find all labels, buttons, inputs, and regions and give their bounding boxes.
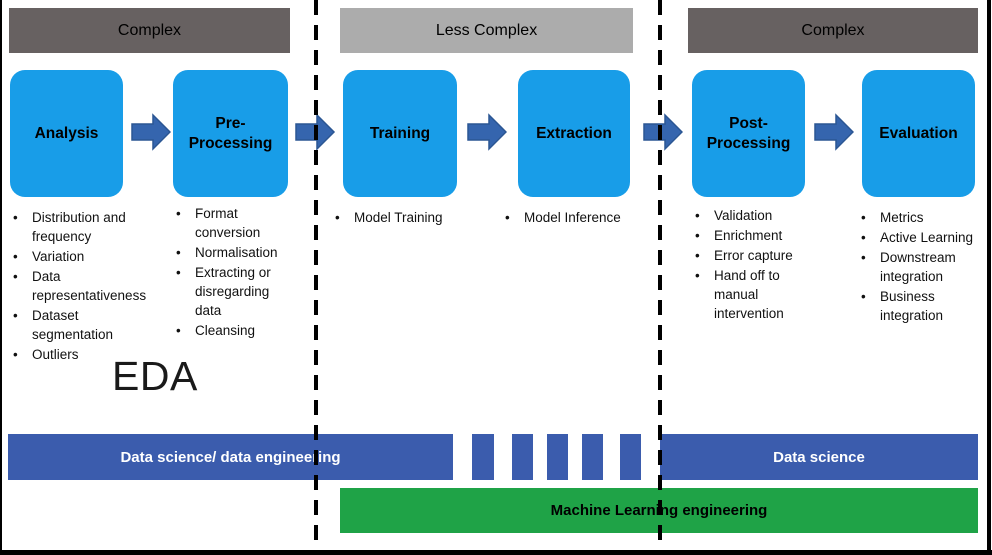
frame-border-right [987, 0, 991, 555]
evaluation-bullet-list: MetricsActive LearningDownstream integra… [858, 208, 982, 326]
flow-arrow-icon [131, 113, 171, 151]
bullet-item: Extracting or disregarding data [173, 263, 291, 320]
stage-title: Training [369, 124, 431, 142]
stage-box-post-processing: Post- Processing [692, 70, 805, 197]
bullet-item: Business integration [858, 287, 982, 325]
bullet-item: Normalisation [173, 243, 291, 262]
stage-box-pre-processing: Pre- Processing [173, 70, 288, 197]
complexity-banner-right: Complex [688, 8, 978, 53]
flow-arrow-icon [467, 113, 507, 151]
bullet-item: Outliers [10, 345, 160, 364]
stage-box-evaluation: Evaluation [862, 70, 975, 197]
bullet-item: Validation [692, 206, 814, 225]
pre-processing-bullet-list: Format conversionNormalisationExtracting… [173, 204, 291, 341]
bullet-item: Variation [10, 247, 160, 266]
stage-box-training: Training [343, 70, 457, 197]
training-bullet-list: Model Training [332, 208, 472, 228]
flow-arrow-icon [814, 113, 854, 151]
section-divider-line-left [314, 0, 318, 548]
stage-title: Evaluation [879, 124, 958, 142]
analysis-bullet-list: Distribution and frequencyVariationData … [10, 208, 160, 365]
role-bar-dash-segment [620, 434, 641, 480]
complexity-label: Complex [801, 21, 865, 39]
stage-title: Pre- Processing [188, 115, 273, 152]
bullet-item: Model Inference [502, 208, 648, 227]
role-bar-dash-segment [472, 434, 494, 480]
section-divider-line-right [658, 0, 662, 548]
bullet-item: Data representativeness [10, 267, 160, 305]
flow-arrow-icon [643, 113, 683, 151]
bullet-item: Downstream integration [858, 248, 982, 286]
stage-box-extraction: Extraction [518, 70, 630, 197]
role-bar-label: Data science [773, 448, 865, 466]
post-processing-bullet-list: ValidationEnrichmentError captureHand of… [692, 206, 814, 324]
bullet-item: Cleansing [173, 321, 291, 340]
bullet-item: Metrics [858, 208, 982, 227]
bullet-item: Enrichment [692, 226, 814, 245]
stage-title: Extraction [536, 124, 612, 142]
stage-box-analysis: Analysis [10, 70, 123, 197]
bullet-item: Dataset segmentation [10, 306, 160, 344]
role-bar-dash-segment [547, 434, 568, 480]
complexity-banner-middle: Less Complex [340, 8, 633, 53]
extraction-bullet-list: Model Inference [502, 208, 648, 228]
bullet-item: Hand off to manual intervention [692, 266, 814, 323]
role-bar-dash-segment [512, 434, 533, 480]
role-bar-label: Data science/ data engineering [120, 448, 341, 466]
stage-title: Post- Processing [706, 115, 791, 152]
frame-border-left [0, 0, 2, 555]
complexity-label: Less Complex [435, 21, 538, 39]
bullet-item: Distribution and frequency [10, 208, 160, 246]
role-bar-data-science: Data science [660, 434, 978, 480]
bullet-item: Model Training [332, 208, 472, 227]
eda-annotation: EDA [112, 353, 198, 399]
role-bar-data-science-engineering: Data science/ data engineering [8, 434, 453, 480]
bullet-item: Error capture [692, 246, 814, 265]
bullet-item: Format conversion [173, 204, 291, 242]
frame-border-bottom [0, 550, 992, 555]
role-bar-dash-segment [582, 434, 603, 480]
stage-title: Analysis [34, 124, 99, 142]
bullet-item: Active Learning [858, 228, 982, 247]
complexity-label: Complex [117, 21, 182, 39]
complexity-banner-left: Complex [9, 8, 290, 53]
